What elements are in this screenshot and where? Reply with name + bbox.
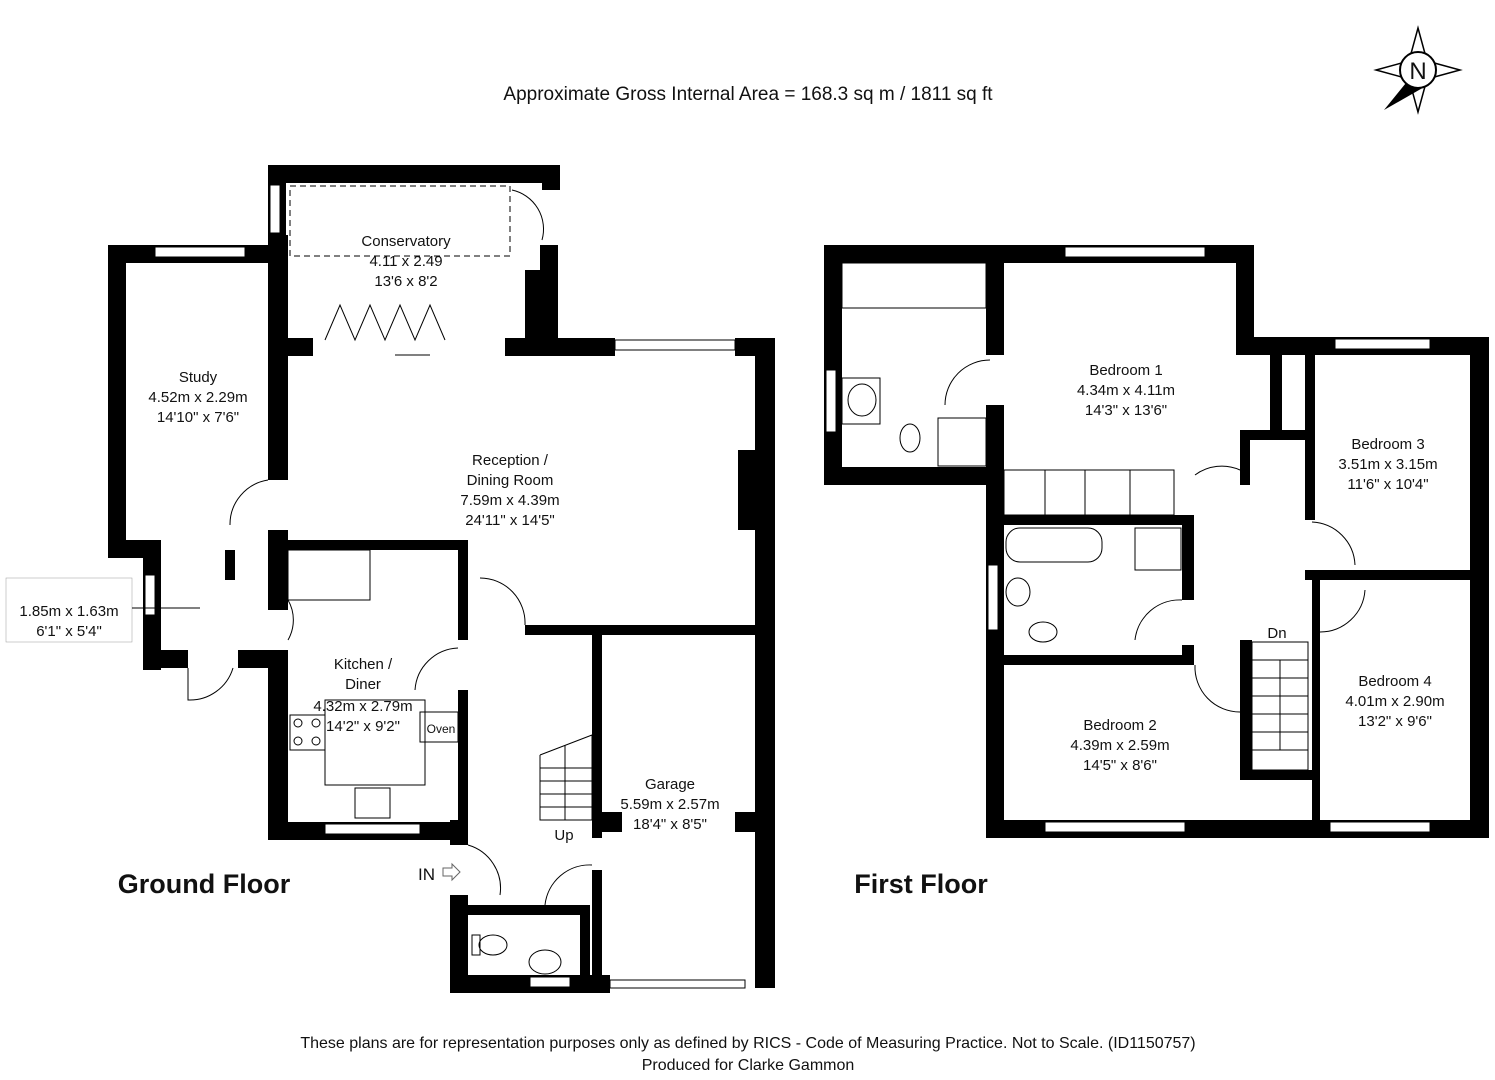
svg-text:4.52m x 2.29m: 4.52m x 2.29m: [148, 389, 247, 406]
stairs-down-label: Dn: [1267, 625, 1286, 642]
svg-text:5.59m x 2.57m: 5.59m x 2.57m: [620, 796, 719, 813]
room-reception: Reception / Dining Room 7.59m x 4.39m 24…: [460, 452, 559, 529]
svg-text:6'1" x 5'4": 6'1" x 5'4": [36, 623, 102, 640]
room-bedroom-4: Bedroom 4 4.01m x 2.90m 13'2" x 9'6": [1345, 673, 1444, 730]
disclaimer-text: These plans are for representation purpo…: [300, 1035, 1195, 1052]
room-study: Study 4.52m x 2.29m 14'10" x 7'6": [148, 369, 247, 426]
svg-text:Bedroom 2: Bedroom 2: [1083, 717, 1156, 734]
gross-area-text: Approximate Gross Internal Area = 168.3 …: [503, 84, 993, 105]
room-kitchen: Kitchen / Diner 4.32m x 2.79m 14'2" x 9'…: [313, 656, 455, 736]
oven-label: Oven: [427, 722, 456, 736]
svg-text:3.51m x 3.15m: 3.51m x 3.15m: [1338, 456, 1437, 473]
svg-text:4.32m x 2.79m: 4.32m x 2.79m: [313, 698, 412, 715]
svg-text:4.39m x 2.59m: 4.39m x 2.59m: [1070, 737, 1169, 754]
svg-text:Dining Room: Dining Room: [467, 472, 554, 489]
entrance-marker: IN: [418, 862, 461, 884]
north-compass-icon: N: [1373, 25, 1463, 115]
svg-text:18'4" x 8'5": 18'4" x 8'5": [633, 816, 707, 833]
ground-stairs: [539, 734, 593, 821]
svg-text:Study: Study: [179, 369, 218, 386]
room-bedroom-3: Bedroom 3 3.51m x 3.15m 11'6" x 10'4": [1338, 436, 1437, 493]
room-garage: Garage 5.59m x 2.57m 18'4" x 8'5": [620, 776, 719, 833]
svg-text:13'2" x 9'6": 13'2" x 9'6": [1358, 713, 1432, 730]
produced-for-text: Produced for Clarke Gammon: [642, 1057, 855, 1074]
first-floor-plan: [824, 245, 1489, 838]
svg-text:14'5" x 8'6": 14'5" x 8'6": [1083, 757, 1157, 774]
svg-text:Bedroom 3: Bedroom 3: [1351, 436, 1424, 453]
svg-text:Garage: Garage: [645, 776, 695, 793]
svg-text:4.34m x 4.11m: 4.34m x 4.11m: [1077, 382, 1175, 399]
svg-text:Bedroom 1: Bedroom 1: [1089, 362, 1162, 379]
stairs-up-label: Up: [554, 827, 573, 844]
svg-text:Reception /: Reception /: [472, 452, 549, 469]
room-bedroom-2: Bedroom 2 4.39m x 2.59m 14'5" x 8'6": [1070, 717, 1169, 774]
svg-text:14'2" x 9'2": 14'2" x 9'2": [326, 718, 400, 735]
svg-text:Bedroom 4: Bedroom 4: [1358, 673, 1431, 690]
svg-text:24'11" x 14'5": 24'11" x 14'5": [465, 512, 555, 529]
svg-text:Kitchen /: Kitchen /: [334, 656, 393, 673]
svg-text:4.01m x 2.90m: 4.01m x 2.90m: [1345, 693, 1444, 710]
svg-text:14'3" x 13'6": 14'3" x 13'6": [1085, 402, 1167, 419]
first-stairs: [1240, 640, 1312, 780]
svg-text:Conservatory: Conservatory: [361, 233, 451, 250]
svg-text:13'6 x 8'2: 13'6 x 8'2: [374, 273, 437, 290]
first-floor-label: First Floor: [854, 869, 988, 899]
svg-text:4.11 x 2.49: 4.11 x 2.49: [369, 253, 442, 270]
svg-text:14'10" x 7'6": 14'10" x 7'6": [157, 409, 239, 426]
ground-floor-label: Ground Floor: [118, 869, 291, 899]
room-bedroom-1: Bedroom 1 4.34m x 4.11m 14'3" x 13'6": [1077, 362, 1175, 419]
compass-letter: N: [1409, 58, 1426, 85]
ground-floor-plan: [108, 165, 775, 993]
svg-text:1.85m x 1.63m: 1.85m x 1.63m: [19, 603, 118, 620]
svg-text:7.59m x 4.39m: 7.59m x 4.39m: [460, 492, 559, 509]
svg-text:11'6" x 10'4": 11'6" x 10'4": [1347, 476, 1428, 493]
svg-text:Diner: Diner: [345, 676, 381, 693]
room-utility: 1.85m x 1.63m 6'1" x 5'4": [5, 577, 200, 643]
room-conservatory: Conservatory 4.11 x 2.49 13'6 x 8'2: [361, 233, 451, 290]
svg-text:IN: IN: [418, 865, 435, 884]
